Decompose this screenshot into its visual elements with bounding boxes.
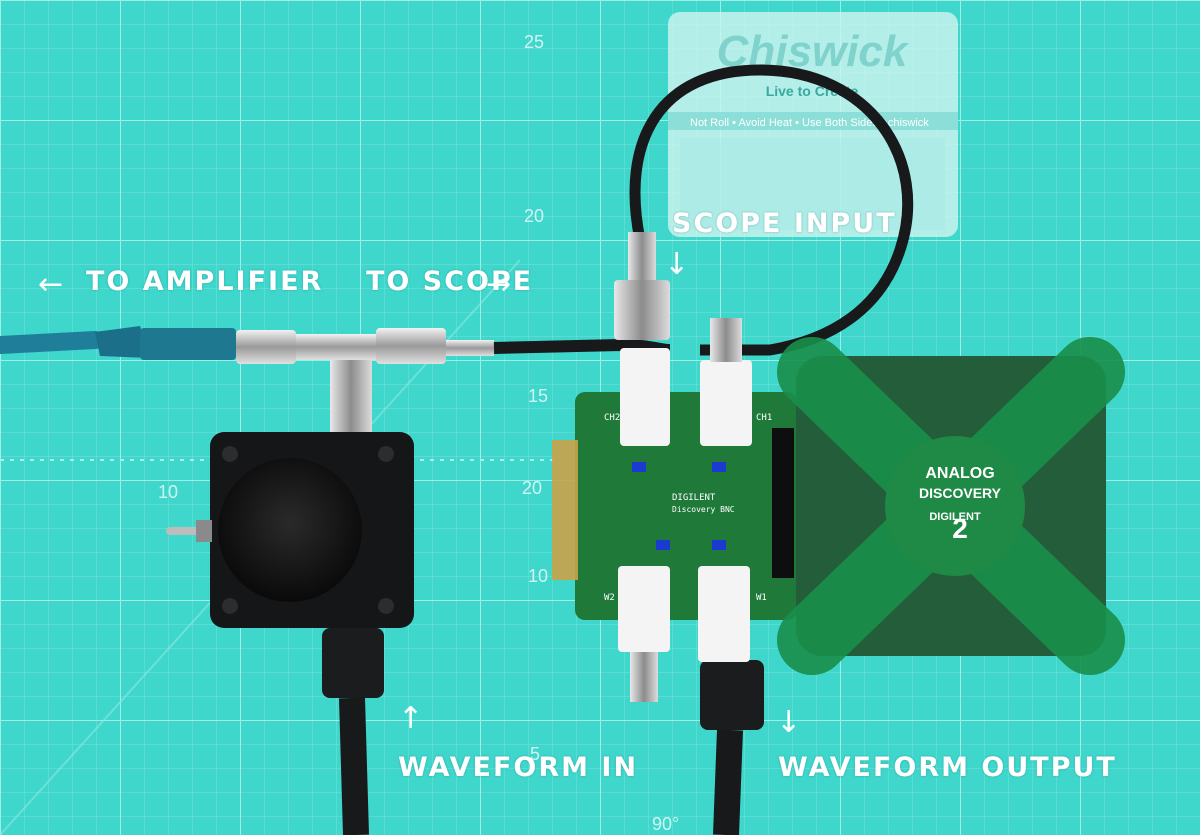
toggle-switch <box>166 527 200 535</box>
label-to-amplifier: TO AMPLIFIER <box>86 266 324 297</box>
mat-number-20-top: 20 <box>524 206 544 226</box>
analog-discovery-2-device: ANALOG DISCOVERY 2 DIGILENT <box>777 337 1125 675</box>
label-to-scope: TO SCOPE <box>366 266 534 297</box>
waveform-in-connector <box>322 628 384 698</box>
card-notice: Not Roll • Avoid Heat • Use Both Sides •… <box>690 117 929 129</box>
device-label-maker: DIGILENT <box>929 511 981 523</box>
mat-number-15: 15 <box>528 386 548 406</box>
bnc-tee-body <box>296 334 376 360</box>
bnc-ferrule <box>446 340 494 356</box>
mat-number-10-left: 10 <box>158 482 178 502</box>
label-waveform-in: WAVEFORM IN <box>398 752 639 783</box>
scope-input-bnc-top <box>628 232 656 280</box>
arrow-left-icon: ← <box>38 267 64 302</box>
board-w2-label: W2 <box>604 593 615 603</box>
scope-input-bnc-body <box>614 280 670 340</box>
mat-degree-90: 90° <box>652 814 679 834</box>
jumper-jp3 <box>656 540 670 550</box>
chiswick-card: Chiswick Live to Create Not Roll • Avoid… <box>668 12 958 237</box>
ch1-bnc-jack <box>700 360 752 446</box>
screw-bottom-right <box>378 598 394 614</box>
audio-plug-sleeve <box>140 328 236 360</box>
device-center-badge <box>885 436 1025 576</box>
board-w1-label: W1 <box>756 593 767 603</box>
board-brand: DIGILENT <box>672 493 716 503</box>
label-waveform-output: WAVEFORM OUTPUT <box>778 752 1117 783</box>
board-ch2-label: CH2 <box>604 413 620 423</box>
discovery-bnc-board: DIGILENT Discovery BNC CH2 CH1 W2 W1 <box>552 318 797 702</box>
jumper-jp4 <box>712 540 726 550</box>
arrow-down-scope-icon: ↓ <box>664 247 690 282</box>
mat-number-5: 5 <box>530 744 540 764</box>
ch2-bnc-jack <box>620 348 670 446</box>
waveform-output-connector <box>700 660 764 730</box>
knob <box>218 458 362 602</box>
waveform-generator-box <box>166 432 414 628</box>
jumper-jp2 <box>712 462 726 472</box>
waveform-in-cable <box>339 697 369 835</box>
waveform-output-cable <box>713 729 743 835</box>
board-model: Discovery BNC <box>672 505 735 514</box>
w1-bnc-jack <box>698 566 750 662</box>
bnc-connector-right <box>376 328 446 364</box>
left-pin-header <box>552 440 578 580</box>
board-ch1-label: CH1 <box>756 413 772 423</box>
arrow-down-waveform-output-icon: ↓ <box>776 705 802 740</box>
w2-bnc-jack <box>618 566 670 652</box>
mat-number-10-bottom: 10 <box>528 566 548 586</box>
scope-cable-loop <box>629 64 914 356</box>
mat-number-20-mid: 20 <box>522 478 542 498</box>
device-label-version: 2 <box>952 513 968 544</box>
mat-number-25: 25 <box>524 32 544 52</box>
screw-top-right <box>378 446 394 462</box>
audio-plug-body <box>95 326 150 358</box>
w2-bnc-metal <box>630 652 658 702</box>
right-pin-header <box>772 428 794 578</box>
blue-audio-cable <box>0 331 104 354</box>
device-label-discovery: DISCOVERY <box>919 485 1002 501</box>
screw-bottom-left <box>222 598 238 614</box>
screw-top-left <box>222 446 238 462</box>
ch1-bnc-metal <box>710 318 742 362</box>
arrow-right-icon: → <box>486 267 512 302</box>
arrow-up-waveform-in-icon: ↑ <box>398 701 424 736</box>
jumper-jp1 <box>632 462 646 472</box>
device-label-analog: ANALOG <box>925 465 994 482</box>
bnc-tee-stem <box>330 360 372 432</box>
label-scope-input: SCOPE INPUT <box>672 208 897 239</box>
bnc-connector-left <box>236 330 296 364</box>
